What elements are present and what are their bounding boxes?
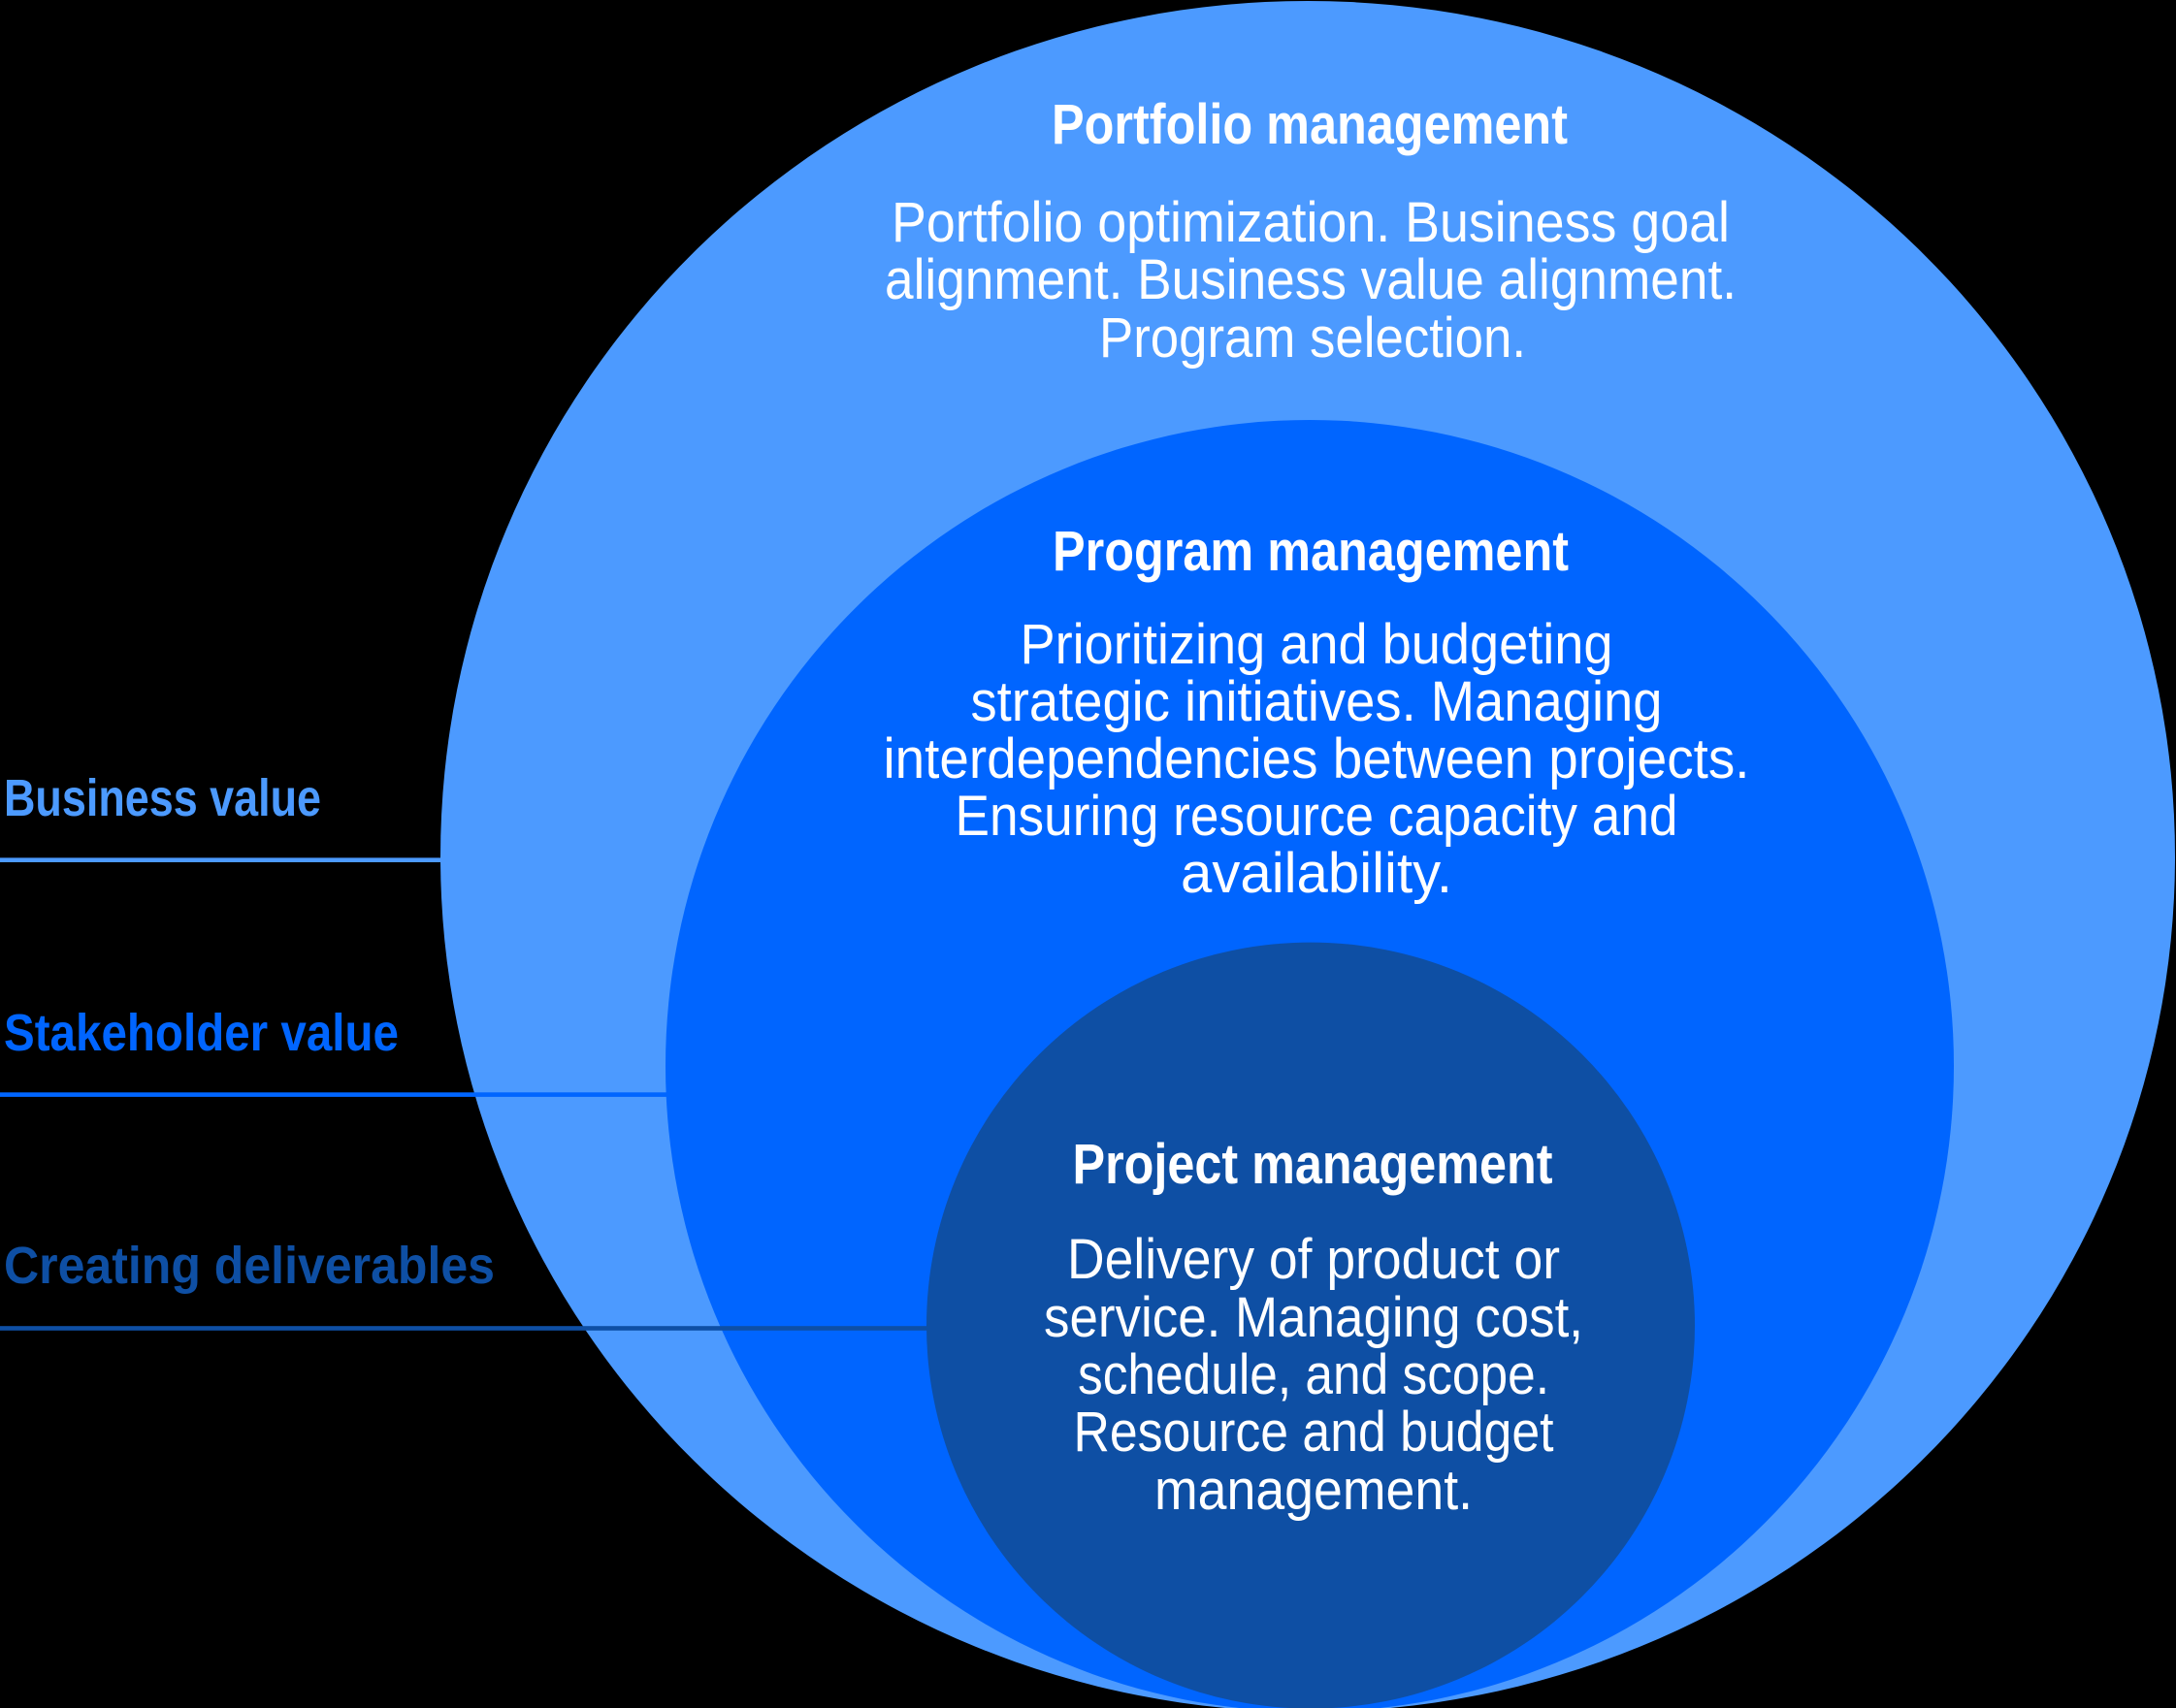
svg-text:Program management: Program management bbox=[1053, 520, 1569, 583]
svg-text:availability.: availability. bbox=[1181, 842, 1452, 905]
svg-text:management.: management. bbox=[1154, 1459, 1473, 1522]
svg-text:interdependencies between proj: interdependencies between projects. bbox=[884, 727, 1750, 790]
svg-text:Delivery of product or: Delivery of product or bbox=[1067, 1228, 1560, 1291]
svg-text:service. Managing cost,: service. Managing cost, bbox=[1044, 1286, 1583, 1349]
svg-text:Portfolio optimization. Busine: Portfolio optimization. Business goal bbox=[892, 191, 1730, 254]
svg-text:strategic initiatives. Managin: strategic initiatives. Managing bbox=[971, 670, 1663, 733]
svg-text:Portfolio management: Portfolio management bbox=[1052, 93, 1568, 156]
svg-text:Stakeholder value: Stakeholder value bbox=[4, 1004, 399, 1062]
svg-text:Creating deliverables: Creating deliverables bbox=[4, 1237, 495, 1295]
svg-text:schedule, and scope.: schedule, and scope. bbox=[1078, 1343, 1549, 1406]
svg-text:Prioritizing and budgeting: Prioritizing and budgeting bbox=[1021, 613, 1613, 676]
svg-text:Ensuring resource capacity and: Ensuring resource capacity and bbox=[956, 785, 1678, 848]
svg-text:alignment. Business value alig: alignment. Business value alignment. bbox=[885, 248, 1737, 311]
svg-text:Project management: Project management bbox=[1073, 1133, 1553, 1196]
svg-text:Resource and budget: Resource and budget bbox=[1074, 1401, 1554, 1464]
svg-text:Program selection.: Program selection. bbox=[1099, 306, 1526, 370]
svg-text:Business value: Business value bbox=[4, 769, 321, 827]
